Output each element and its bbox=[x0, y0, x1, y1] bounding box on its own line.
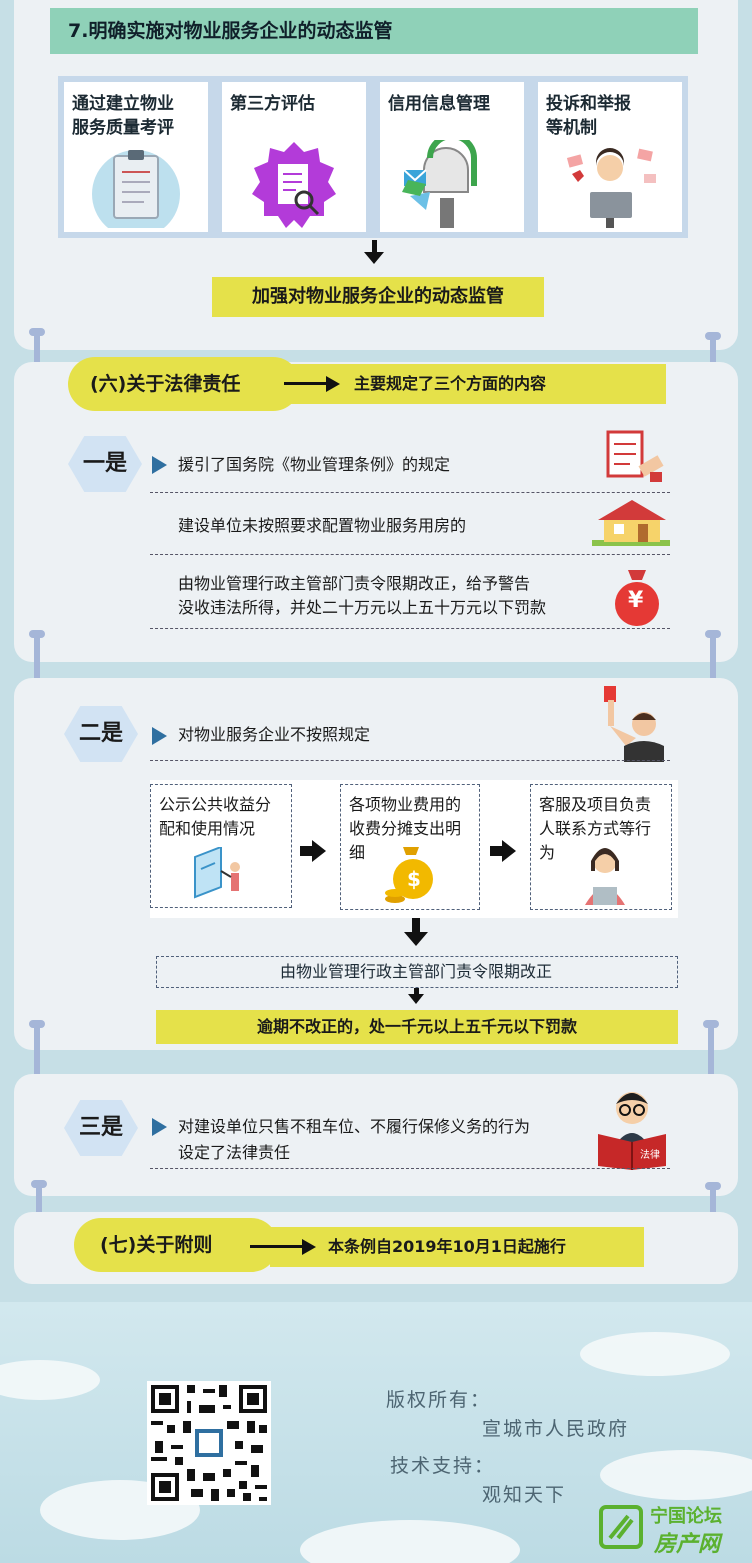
part1-badge: 一是 bbox=[68, 436, 142, 492]
part2-box-fees: 各项物业费用的 收费分摊支出明 细 $ bbox=[340, 784, 480, 910]
qr-code[interactable] bbox=[147, 1381, 271, 1505]
section7b-pill-label: (七)关于附则 bbox=[100, 1234, 213, 1256]
copyright-label: 版权所有： bbox=[386, 1389, 492, 1411]
bullet-triangle-icon bbox=[152, 1118, 167, 1136]
long-arrow-icon bbox=[250, 1245, 304, 1248]
box-line: 配和使用情况 bbox=[159, 819, 256, 838]
box-line: 收费分摊支出明 bbox=[349, 819, 462, 838]
part2-box-public-income: 公示公共收益分 配和使用情况 bbox=[150, 784, 292, 908]
card-line: 等机制 bbox=[546, 118, 597, 138]
arrow-down-icon bbox=[414, 988, 419, 996]
box-line: 公示公共收益分 bbox=[159, 795, 272, 814]
brand-logo-icon bbox=[599, 1505, 643, 1549]
part2-badge: 二是 bbox=[64, 706, 138, 762]
checklist-icon bbox=[606, 430, 664, 482]
section7b-pill bbox=[74, 1218, 278, 1272]
part2-order-box: 由物业管理行政主管部门责令限期改正 bbox=[156, 956, 678, 988]
cloud-decoration bbox=[0, 1360, 100, 1400]
arrow-right-icon bbox=[490, 846, 502, 856]
card-complaint: 投诉和举报 等机制 bbox=[538, 82, 682, 232]
qr-code-icon bbox=[147, 1381, 271, 1505]
part2-penalty: 逾期不改正的，处一千元以上五千元以下罚款 bbox=[156, 1010, 678, 1044]
card-third-party: 第三方评估 bbox=[222, 82, 366, 232]
arrow-down-head bbox=[404, 932, 428, 946]
book-text: 法律 bbox=[640, 1150, 660, 1161]
arrow-right-head bbox=[312, 840, 326, 862]
gold-money-bag-icon bbox=[385, 847, 433, 903]
mailbox-icon bbox=[402, 140, 477, 228]
arrow-right-icon bbox=[300, 846, 312, 856]
part3-line2: 设定了法律责任 bbox=[178, 1143, 291, 1162]
brand-logo[interactable]: 宁国论坛 房产网 bbox=[598, 1500, 748, 1557]
card-line: 通过建立物业 bbox=[72, 94, 174, 114]
arrow-down-head bbox=[364, 252, 384, 264]
section7-result: 加强对物业服务企业的动态监管 bbox=[212, 277, 544, 317]
section7b-pill-note: 本条例自2019年10月1日起施行 bbox=[270, 1227, 644, 1267]
arrow-down-head bbox=[408, 994, 424, 1004]
card-quality-assessment: 通过建立物业 服务质量考评 bbox=[64, 82, 208, 232]
part2-line1: 对物业服务企业不按照规定 bbox=[178, 725, 371, 744]
part1-line3b: 没收违法所得，并处二十万元以上五十万元以下罚款 bbox=[178, 598, 547, 617]
money-symbol: ¥ bbox=[628, 588, 644, 613]
tech-support-label: 技术支持： bbox=[390, 1455, 496, 1477]
lawyer-reading-icon bbox=[598, 1092, 666, 1170]
divider bbox=[150, 554, 670, 555]
part1-line1: 援引了国务院《物业管理条例》的规定 bbox=[178, 455, 451, 474]
copyright-owner: 宣城市人民政府 bbox=[482, 1418, 630, 1440]
house-icon bbox=[592, 500, 670, 546]
long-arrow-icon bbox=[284, 382, 328, 385]
cloud-decoration bbox=[580, 1332, 730, 1376]
brand-line1: 宁国论坛 bbox=[650, 1506, 722, 1527]
divider bbox=[150, 1168, 670, 1169]
part2-box-contacts: 客服及项目负责 人联系方式等行 为 bbox=[530, 784, 672, 910]
referee-card-icon bbox=[604, 686, 664, 762]
card-line: 投诉和举报 bbox=[546, 94, 631, 114]
section6-pill-label: (六)关于法律责任 bbox=[90, 373, 241, 395]
bullet-triangle-icon bbox=[152, 456, 167, 474]
money-bag-icon bbox=[615, 570, 659, 626]
part3-line1: 对建设单位只售不租车位、不履行保修义务的行为 bbox=[178, 1117, 531, 1136]
section7b-note-text: 本条例自2019年10月1日起施行 bbox=[328, 1237, 566, 1256]
section6-pill bbox=[68, 357, 300, 411]
brand-line2: 房产网 bbox=[654, 1531, 721, 1557]
service-agent-icon bbox=[585, 848, 625, 905]
card-line: 服务质量考评 bbox=[72, 118, 174, 138]
divider bbox=[150, 492, 670, 493]
card-credit-info: 信用信息管理 bbox=[380, 82, 524, 232]
section7-card-row: 通过建立物业 服务质量考评 第三方评估 信用信息管理 bbox=[58, 76, 688, 238]
divider bbox=[150, 628, 670, 629]
presentation-board-icon bbox=[194, 847, 240, 899]
cloud-decoration bbox=[600, 1450, 752, 1500]
box-line: 各项物业费用的 bbox=[349, 795, 462, 814]
clipboard-icon bbox=[92, 150, 180, 228]
long-arrow-head bbox=[326, 376, 340, 392]
part1-line2: 建设单位未按照要求配置物业服务用房的 bbox=[178, 516, 467, 535]
box-line: 人联系方式等行 bbox=[539, 819, 652, 838]
arrow-down-icon bbox=[412, 918, 420, 934]
dollar-symbol: $ bbox=[407, 867, 421, 891]
divider bbox=[150, 760, 670, 761]
arrow-right-head bbox=[502, 840, 516, 862]
section7-title: 7.明确实施对物业服务企业的动态监管 bbox=[50, 8, 698, 54]
bullet-triangle-icon bbox=[152, 727, 167, 745]
part3-badge: 三是 bbox=[64, 1100, 138, 1156]
box-line: 为 bbox=[539, 843, 556, 862]
long-arrow-head bbox=[302, 1239, 316, 1255]
section6-pill-note: 主要规定了三个方面的内容 bbox=[290, 364, 666, 404]
cloud-decoration bbox=[300, 1520, 520, 1563]
part3-panel bbox=[14, 1074, 738, 1196]
part1-line3a: 由物业管理行政主管部门责令限期改正，给予警告 bbox=[178, 574, 531, 593]
part2-order-text: 由物业管理行政主管部门责令限期改正 bbox=[279, 962, 552, 981]
box-line: 客服及项目负责 bbox=[539, 795, 652, 814]
section6-note-text: 主要规定了三个方面的内容 bbox=[354, 374, 547, 393]
tech-support-owner: 观知天下 bbox=[482, 1484, 567, 1506]
card-line: 第三方评估 bbox=[230, 94, 315, 114]
box-line: 细 bbox=[349, 843, 366, 862]
arrow-down-icon bbox=[372, 240, 377, 254]
card-line: 信用信息管理 bbox=[388, 94, 490, 114]
document-search-badge-icon bbox=[252, 142, 336, 228]
customer-service-icon bbox=[566, 148, 656, 228]
